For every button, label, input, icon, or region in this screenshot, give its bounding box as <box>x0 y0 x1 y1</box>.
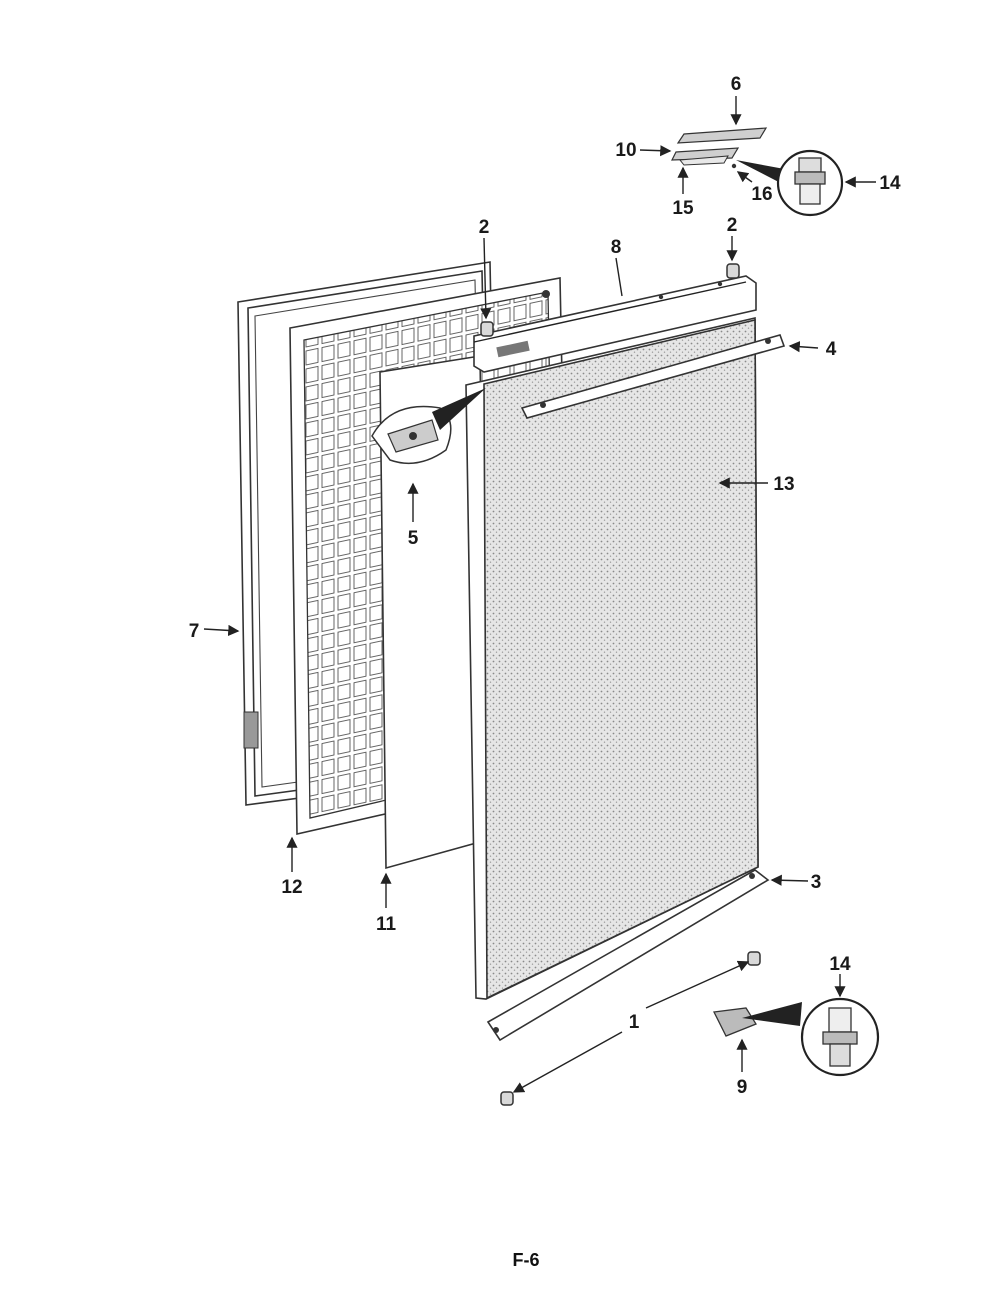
bottom-screw-right-part-1 <box>747 951 761 966</box>
top-door-cap-part-8 <box>473 275 757 373</box>
callout-1: 1 <box>629 1012 640 1033</box>
callout-2-right: 2 <box>727 215 738 236</box>
callout-14-top: 14 <box>879 173 901 194</box>
hinge-pin-detail-top-part-14 <box>776 149 844 217</box>
lower-brace-part-3 <box>486 869 770 1042</box>
callout-2-left: 2 <box>479 217 490 238</box>
hinge-cover-part-6 <box>676 127 768 144</box>
top-screw-right-part-2 <box>726 263 740 279</box>
hinge-pin-detail-bottom-part-14 <box>800 997 880 1077</box>
callout-9: 9 <box>737 1077 748 1098</box>
callout-labels: 6 10 15 16 14 2 8 2 4 5 13 7 12 11 3 14 … <box>189 74 901 1098</box>
leader-lines <box>203 96 876 1093</box>
callout-11: 11 <box>376 914 397 935</box>
hinge-detail-part-5 <box>371 388 486 465</box>
callout-15: 15 <box>672 198 694 219</box>
upper-brace-part-4 <box>520 334 786 419</box>
hinge-plate-part-10 <box>671 147 740 166</box>
callout-10: 10 <box>615 140 636 161</box>
page-footer: F-6 <box>513 1250 540 1270</box>
callout-8: 8 <box>611 237 622 258</box>
bottom-hinge-part-9 <box>713 1002 802 1037</box>
callout-4: 4 <box>826 339 837 360</box>
callout-5: 5 <box>408 528 419 549</box>
callout-3: 3 <box>811 872 822 893</box>
callout-13: 13 <box>773 474 794 495</box>
bottom-screw-left-part-1 <box>500 1091 514 1106</box>
callout-6: 6 <box>731 74 742 95</box>
top-screw-left-part-2 <box>480 321 494 337</box>
callout-12: 12 <box>281 877 302 898</box>
callout-14-bottom: 14 <box>829 954 851 975</box>
outer-door-panel-part-13 <box>465 316 759 1000</box>
callout-7: 7 <box>189 621 200 642</box>
callout-16: 16 <box>751 184 772 205</box>
